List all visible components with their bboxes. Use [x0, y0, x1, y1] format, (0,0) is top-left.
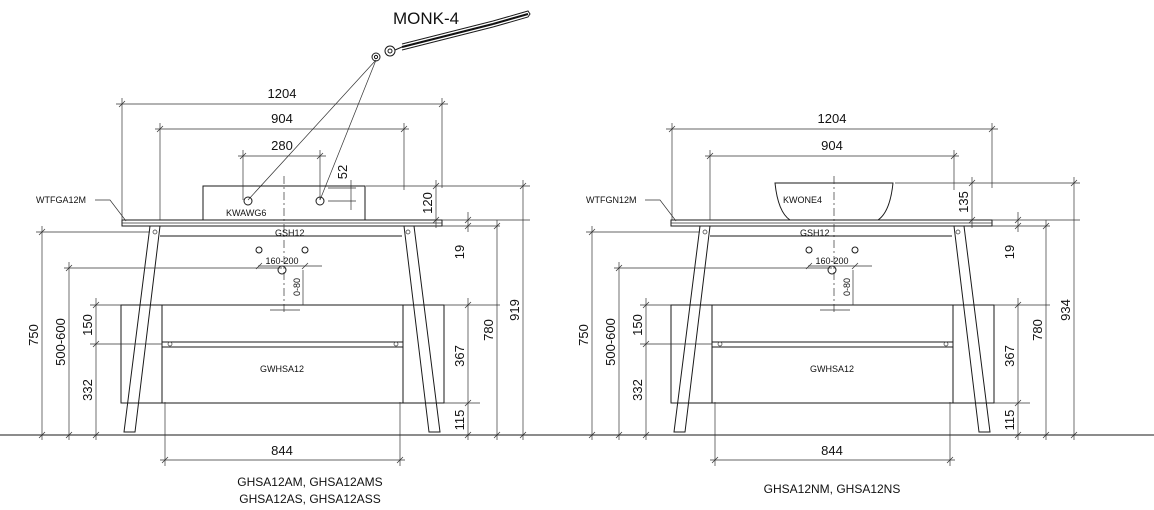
monk-title: MONK-4	[393, 9, 459, 28]
model-caption: GHSA12NM, GHSA12NS	[764, 482, 901, 496]
drawer-label: GWHSA12	[260, 364, 304, 374]
svg-text:332: 332	[630, 379, 645, 401]
svg-text:332: 332	[80, 379, 95, 401]
cabinet-outline	[120, 304, 445, 404]
tap-hole	[243, 196, 253, 206]
leader-line	[319, 59, 377, 201]
svg-text:844: 844	[821, 443, 843, 458]
svg-text:367: 367	[452, 345, 467, 367]
svg-text:904: 904	[271, 111, 293, 126]
cabinet-outline	[670, 304, 995, 404]
leader-line	[247, 59, 377, 201]
left-vanity: KWAWG6 GSH12 GWHSA12 WTFGA12M 1204 90	[26, 86, 530, 506]
svg-text:780: 780	[481, 319, 496, 341]
shelf-label: GSH12	[275, 228, 305, 238]
drawer-label: GWHSA12	[810, 364, 854, 374]
drawer	[161, 304, 404, 404]
svg-text:0-80: 0-80	[292, 278, 302, 296]
svg-text:904: 904	[821, 138, 843, 153]
basin-label: KWONE4	[783, 195, 822, 205]
model-caption: GHSA12AM, GHSA12AMS	[237, 475, 382, 489]
leg	[953, 225, 991, 433]
svg-text:500-600: 500-600	[53, 318, 68, 366]
svg-text:844: 844	[271, 443, 293, 458]
svg-text:367: 367	[1002, 345, 1017, 367]
svg-text:135: 135	[956, 191, 971, 213]
svg-text:750: 750	[26, 324, 41, 346]
leg	[123, 225, 161, 433]
svg-text:160-200: 160-200	[265, 256, 298, 266]
svg-text:160-200: 160-200	[815, 256, 848, 266]
basin	[774, 182, 894, 221]
top-label: WTFGA12M	[36, 195, 86, 205]
svg-text:52: 52	[335, 165, 350, 179]
svg-text:750: 750	[576, 324, 591, 346]
svg-text:1204: 1204	[268, 86, 297, 101]
basin-label: KWAWG6	[226, 208, 266, 218]
top-label: WTFGN12M	[586, 195, 637, 205]
model-caption: GHSA12AS, GHSA12ASS	[239, 492, 380, 506]
svg-text:280: 280	[271, 138, 293, 153]
svg-text:0-80: 0-80	[842, 278, 852, 296]
svg-text:115: 115	[452, 410, 467, 431]
svg-text:120: 120	[420, 192, 435, 214]
svg-text:780: 780	[1030, 319, 1045, 341]
leg	[673, 225, 711, 433]
shelf-label: GSH12	[800, 228, 830, 238]
right-vanity: KWONE4 GSH12 GWHSA12 WTFGN12M 1204 904 1…	[576, 111, 1080, 496]
svg-text:919: 919	[507, 299, 522, 321]
svg-text:150: 150	[80, 314, 95, 336]
svg-text:1204: 1204	[818, 111, 847, 126]
drawer	[711, 304, 954, 404]
screw-set-icon	[371, 10, 531, 62]
leg	[403, 225, 441, 433]
svg-text:19: 19	[1002, 245, 1017, 259]
svg-text:150: 150	[630, 314, 645, 336]
svg-text:500-600: 500-600	[603, 318, 618, 366]
svg-text:115: 115	[1002, 410, 1017, 431]
svg-text:934: 934	[1058, 299, 1073, 321]
svg-text:19: 19	[452, 245, 467, 259]
